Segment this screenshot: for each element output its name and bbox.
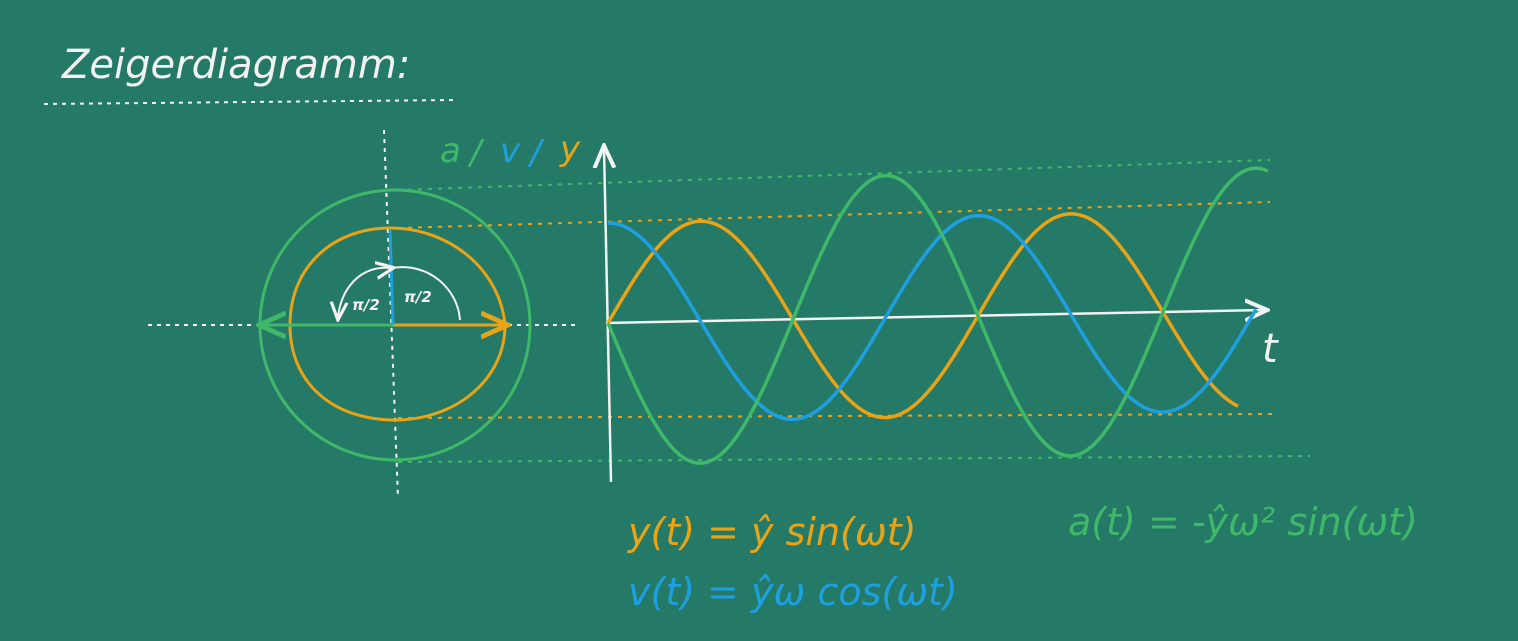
velocity-curve xyxy=(607,213,1258,422)
page-title: Zeigerdiagramm: xyxy=(61,42,410,88)
angle-label-left: π/2 xyxy=(352,296,380,314)
label-sep-2: / xyxy=(527,133,545,173)
acceleration-curve xyxy=(606,166,1269,465)
formula-v: v(t) = ŷω cos(ωt) xyxy=(628,570,958,614)
time-y-axis xyxy=(604,148,611,483)
y-axis-label: a / v / y xyxy=(440,129,581,173)
guide-y-min xyxy=(397,413,1276,419)
guide-a-max xyxy=(397,159,1271,191)
guide-a-min xyxy=(397,455,1311,463)
title-underline xyxy=(43,99,457,105)
angle-arc-left xyxy=(338,266,391,318)
angle-label-right: π/2 xyxy=(404,288,432,306)
label-v: v xyxy=(500,131,521,171)
phasor-y-axis xyxy=(383,129,399,499)
label-a: a xyxy=(440,131,461,171)
displacement-curve xyxy=(606,212,1239,420)
x-axis-label: t xyxy=(1262,326,1279,372)
displacement-circle xyxy=(288,226,507,422)
label-sep-1: / xyxy=(467,133,485,173)
angle-arc-right xyxy=(392,267,461,321)
label-y: y xyxy=(559,129,581,169)
formula-a: a(t) = -ŷω² sin(ωt) xyxy=(1068,500,1418,544)
time-x-axis xyxy=(605,310,1265,325)
formula-y: y(t) = ŷ sin(ωt) xyxy=(627,510,916,554)
